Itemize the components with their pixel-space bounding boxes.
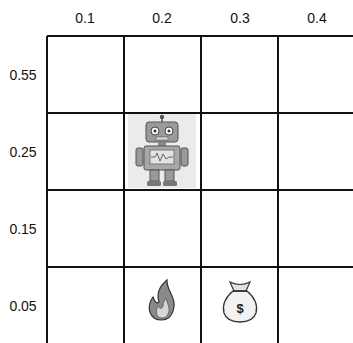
robot-neck bbox=[158, 142, 166, 146]
robot-mouth bbox=[156, 137, 168, 140]
grid-line bbox=[47, 112, 353, 114]
grid-lines bbox=[47, 36, 353, 343]
column-header: 0.2 bbox=[152, 11, 171, 25]
row-header: 0.15 bbox=[9, 222, 36, 236]
currency-symbol: $ bbox=[236, 302, 243, 315]
robot-body bbox=[144, 146, 180, 170]
money-bag-body bbox=[223, 291, 256, 322]
robot-chest-panel bbox=[150, 150, 174, 164]
grid-line bbox=[47, 189, 353, 191]
money-bag-tie bbox=[233, 290, 247, 292]
robot-pupil bbox=[154, 130, 157, 133]
row-header: 0.05 bbox=[9, 299, 36, 313]
robot-eye bbox=[165, 127, 173, 135]
robot-leg bbox=[150, 170, 159, 181]
robot-icon bbox=[128, 114, 196, 188]
robot-background bbox=[128, 114, 196, 188]
robot-eye bbox=[151, 127, 159, 135]
row-header: 0.25 bbox=[9, 145, 36, 159]
robot-leg bbox=[165, 170, 174, 181]
robot-foot bbox=[163, 181, 177, 186]
robot-head bbox=[146, 122, 178, 142]
robot-pupil bbox=[168, 130, 171, 133]
fire-inner-flame bbox=[156, 298, 169, 318]
money-bag-neck bbox=[230, 282, 250, 291]
robot-antenna-tip bbox=[160, 115, 164, 119]
robot-arm bbox=[181, 148, 188, 166]
robot-foot bbox=[147, 181, 161, 186]
money-bag-icon bbox=[223, 282, 256, 322]
row-header: 0.55 bbox=[9, 68, 36, 82]
robot-arm bbox=[136, 148, 143, 166]
grid-line bbox=[47, 35, 353, 37]
column-header: 0.3 bbox=[230, 11, 249, 25]
fire-outer-flame bbox=[149, 280, 174, 320]
fire-icon bbox=[149, 280, 174, 320]
grid-line bbox=[47, 266, 353, 268]
column-header: 0.4 bbox=[307, 11, 326, 25]
column-header: 0.1 bbox=[75, 11, 94, 25]
robot-chest-signal bbox=[151, 153, 173, 161]
